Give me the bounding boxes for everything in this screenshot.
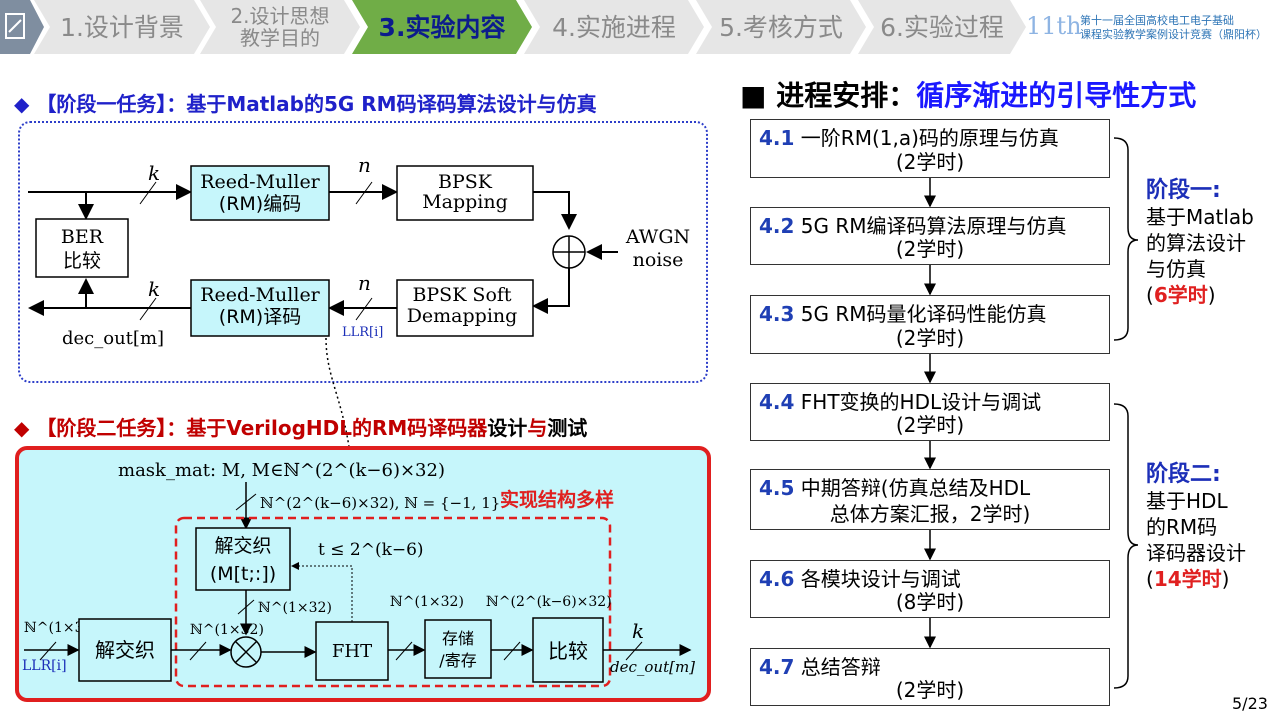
- output-k: k: [632, 619, 644, 643]
- dim-mul-top: ℕ^(1×32): [258, 600, 332, 616]
- bpsk-demapping-label1: BPSK Soft: [412, 284, 511, 306]
- schedule-step-4-1: 4.1 一阶RM(1,a)码的原理与仿真 (2学时): [750, 119, 1110, 178]
- fht-block: [315, 621, 389, 681]
- deinterleave-left-label: 解交织: [95, 638, 155, 662]
- schedule-step-4-2: 4.2 5G RM编译码算法原理与仿真 (2学时): [750, 207, 1110, 265]
- stage2-title: ◆ 【阶段二任务】：基于VerilogHDL的RM码译码器设计与测试: [14, 416, 588, 440]
- phase1-bracket: [1113, 137, 1139, 341]
- contest-number: 11th: [1026, 12, 1082, 40]
- stage2-diagram: mask_mat: M, M∈ℕ^(2^(k−6)×32) ℕ^(2^(k−6)…: [22, 460, 695, 688]
- tab-experiment-process[interactable]: 6.实验过程: [858, 0, 1026, 54]
- bpsk-mapping-label2: Mapping: [422, 191, 508, 213]
- tab-assessment[interactable]: 5.考核方式: [696, 0, 866, 54]
- tab-design-background[interactable]: 1.设计背景: [34, 0, 210, 54]
- stage1-diagram: Reed-Muller (RM)编码 BPSK Mapping AWGN noi…: [28, 153, 690, 471]
- label-k-top: k: [148, 161, 160, 185]
- phase2-summary: 阶段二: 基于HDL 的RM码 译码器设计 (14学时): [1146, 462, 1246, 591]
- schedule-step-4-3: 4.3 5G RM码量化译码性能仿真 (2学时): [750, 295, 1110, 354]
- awgn-label2: noise: [633, 249, 684, 271]
- label-llr: LLR[i]: [342, 325, 383, 340]
- deinterleave-top-block: [195, 527, 291, 591]
- storage-label2: /寄存: [439, 651, 476, 670]
- structure-dashed-frame: [174, 516, 612, 688]
- output-dec-out: dec_out[m]: [610, 658, 695, 676]
- t-condition: t ≤ 2^(k−6): [318, 540, 424, 560]
- label-k-bottom: k: [148, 277, 160, 301]
- storage-label1: 存储: [442, 629, 474, 648]
- stage1-frame: [18, 121, 708, 383]
- schedule-step-4-4: 4.4 FHT变换的HDL设计与调试 (2学时): [750, 383, 1110, 441]
- storage-block: [424, 619, 492, 679]
- label-n-top: n: [358, 153, 371, 177]
- stage1-title: ◆ 【阶段一任务】：基于Matlab的5G RM码译码算法设计与仿真: [14, 92, 597, 116]
- tab-experiment-content[interactable]: 3.实验内容: [352, 0, 532, 54]
- dim-mul-left: ℕ^(1×32): [190, 622, 264, 638]
- phase1-summary: 阶段一: 基于Matlab 的算法设计 与仿真 (6学时): [1146, 178, 1254, 307]
- bpsk-mapping-label1: BPSK: [438, 171, 493, 193]
- page-number: 5/23: [1232, 694, 1268, 713]
- rm-encoder-label1: Reed-Muller: [200, 171, 320, 193]
- tab-design-idea[interactable]: 2.设计思想教学目的: [200, 0, 360, 54]
- bpsk-demapping-label2: Demapping: [407, 305, 518, 327]
- top-nav: 1.设计背景 2.设计思想教学目的 3.实验内容 4.实施进程 5.考核方式 6…: [0, 0, 1280, 54]
- bpsk-mapping-block: [396, 165, 534, 221]
- label-dec-out: dec_out[m]: [62, 328, 164, 349]
- bpsk-demapping-block: [396, 279, 534, 337]
- label-n-bottom: n: [358, 271, 371, 295]
- rm-decoder-label1: Reed-Muller: [200, 284, 320, 306]
- deinterleave-left-block: [78, 618, 172, 682]
- deinterleave-top-label1: 解交织: [214, 535, 271, 557]
- phase2-bracket: [1113, 403, 1139, 689]
- rm-encoder-label2: (RM)编码: [219, 193, 301, 215]
- rm-decoder-block: [190, 279, 330, 337]
- contest-line1: 第十一届全国高校电工电子基础: [1080, 14, 1234, 27]
- mask-mat-label: mask_mat: M, M∈ℕ^(2^(k−6)×32): [118, 460, 445, 481]
- rm-decoder-label2: (RM)译码: [219, 306, 301, 328]
- fht-label: FHT: [332, 641, 372, 662]
- schedule-step-4-5: 4.5 中期答辩(仿真总结及HDL 总体方案汇报，2学时): [750, 469, 1110, 530]
- tab-implementation-progress[interactable]: 4.实施进程: [524, 0, 704, 54]
- input-llr: LLR[i]: [22, 658, 67, 674]
- schedule-step-4-6: 4.6 各模块设计与调试 (8学时): [750, 560, 1110, 618]
- highlight-structure: 实现结构多样: [500, 488, 614, 511]
- rm-encoder-block: [190, 165, 330, 221]
- schedule-title: ■ 进程安排：循序渐进的引导性方式: [740, 79, 1197, 112]
- n-definition: ℕ^(2^(k−6)×32), ℕ = {−1, 1}: [260, 494, 500, 512]
- deinterleave-top-label2: (M[t;:]): [210, 563, 276, 585]
- awgn-label1: AWGN: [625, 226, 690, 248]
- compare-label: 比较: [548, 639, 588, 663]
- ber-compare-block: [35, 218, 129, 278]
- dim-store: ℕ^(2^(k−6)×32): [486, 594, 612, 610]
- dim-fht: ℕ^(1×32): [390, 594, 464, 610]
- ber-label2: 比较: [63, 250, 101, 272]
- contest-line2: 课程实验教学案例设计竞赛（鼎阳杯）: [1080, 28, 1267, 41]
- contest-logo: 11th 第十一届全国高校电工电子基础课程实验教学案例设计竞赛（鼎阳杯）: [1024, 6, 1280, 48]
- schedule-step-4-7: 4.7 总结答辩 (2学时): [750, 648, 1110, 706]
- ber-label1: BER: [61, 226, 104, 248]
